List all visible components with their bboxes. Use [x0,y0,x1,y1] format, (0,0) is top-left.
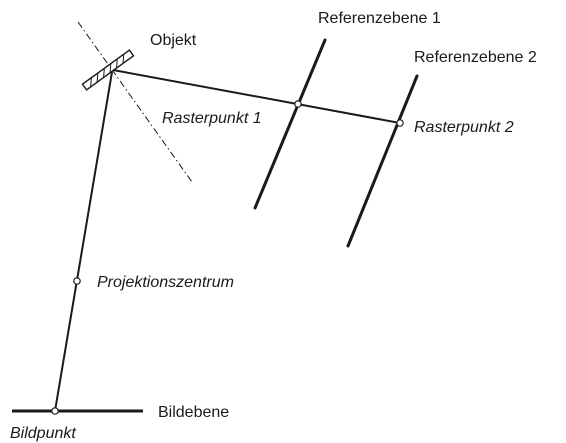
ray-object-to-image [54,71,113,412]
projection-center-label: Projektionszentrum [97,274,234,291]
ray-object-to-raster [112,69,401,124]
reference-plane-1-line [253,38,327,210]
projection-center-marker [73,277,81,285]
raster-point-1-label: Rasterpunkt 1 [162,110,262,127]
image-point-label: Bildpunkt [10,425,76,442]
raster-point-2-marker [396,119,404,127]
reference-plane-2-line [346,74,419,248]
object-axis-line [77,21,193,183]
object-label: Objekt [150,32,197,49]
image-plane-label: Bildebene [158,404,229,421]
raster-point-2-label: Rasterpunkt 2 [414,119,514,136]
object-marker [81,49,135,91]
reference-plane-1-label: Referenzebene 1 [318,10,441,27]
image-point-marker [51,407,59,415]
reference-plane-2-label: Referenzebene 2 [414,49,537,66]
raster-point-1-marker [294,100,302,108]
